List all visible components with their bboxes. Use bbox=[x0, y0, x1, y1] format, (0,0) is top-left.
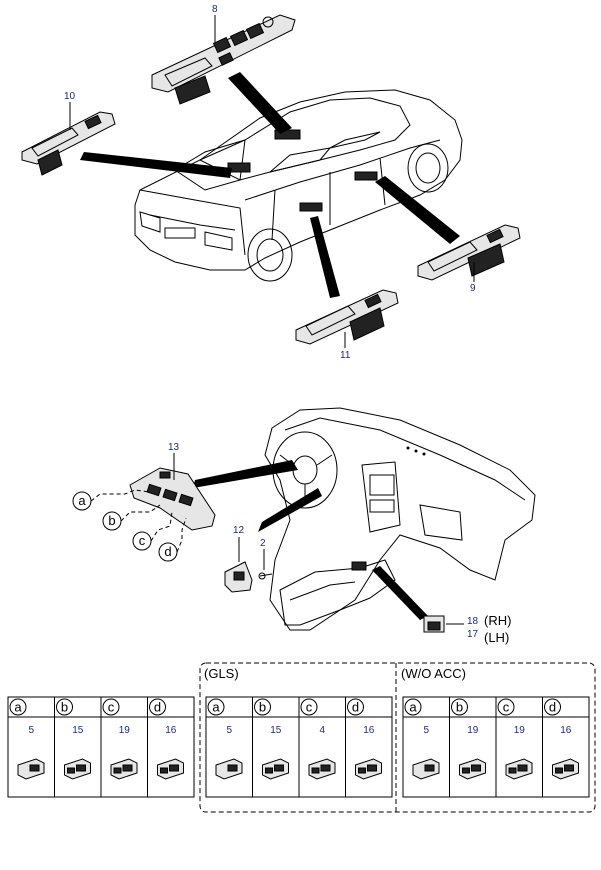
table-cell: b 15 bbox=[254, 698, 289, 780]
dash-pointer-beams bbox=[193, 460, 428, 620]
circle-letter-a: a bbox=[78, 493, 86, 508]
table-part-number: 5 bbox=[423, 725, 429, 736]
table-part-number: 5 bbox=[226, 725, 232, 736]
table-letter: b bbox=[456, 700, 463, 715]
table-part-number: 16 bbox=[165, 725, 177, 736]
variant-tables: (GLS) (W/O ACC) a5b15c19d16a5b15c4d16a5b… bbox=[7, 662, 596, 813]
table-cell: c 19 bbox=[102, 698, 138, 780]
circle-letter-d: d bbox=[164, 544, 171, 559]
letter-callouts: a b c d bbox=[72, 489, 187, 562]
table-cell: b 15 bbox=[56, 698, 91, 780]
switch-sketch bbox=[17, 758, 45, 780]
callout-8: 8 bbox=[212, 4, 218, 15]
option-table-2: a5 b 19 c 19 d 16 bbox=[402, 696, 590, 798]
table-part-number: 5 bbox=[28, 725, 34, 736]
lh-label: (LH) bbox=[484, 630, 509, 645]
switch-sketch bbox=[505, 758, 533, 780]
dashboard-illustration bbox=[264, 407, 536, 631]
switch-sketch bbox=[459, 758, 486, 780]
gls-header: (GLS) bbox=[204, 666, 239, 681]
callout-13: 13 bbox=[168, 442, 180, 453]
table-letter: d bbox=[549, 700, 556, 715]
table-part-number: 4 bbox=[319, 725, 325, 736]
table-part-number: 19 bbox=[119, 725, 131, 736]
switch-sketch bbox=[110, 758, 138, 780]
table-cell: d 16 bbox=[347, 698, 382, 780]
switch-sketch bbox=[64, 758, 91, 780]
switch-sketch bbox=[308, 758, 336, 780]
callout-11: 11 bbox=[340, 350, 351, 361]
table-letter: b bbox=[61, 700, 68, 715]
switch-cover-part-12 bbox=[224, 561, 253, 593]
switch-sketch bbox=[262, 758, 289, 780]
window-switch-part-11 bbox=[295, 289, 399, 345]
table-cell: c 19 bbox=[497, 698, 533, 780]
callout-17: 17 bbox=[467, 629, 479, 640]
table-letter: a bbox=[409, 700, 417, 715]
table-cell: c4 bbox=[300, 698, 336, 780]
switch-panel-part-13 bbox=[129, 467, 216, 531]
table-letter: a bbox=[14, 700, 22, 715]
table-cell: d 16 bbox=[149, 698, 184, 780]
option-table-0: a5 b 15 c 19 d 16 bbox=[7, 696, 195, 798]
table-letter: c bbox=[306, 700, 313, 715]
table-part-number: 16 bbox=[363, 725, 375, 736]
callout-18: 18 bbox=[467, 616, 479, 627]
circle-letter-b: b bbox=[108, 513, 115, 528]
table-letter: b bbox=[259, 700, 266, 715]
callout-12: 12 bbox=[233, 525, 245, 536]
screw-part-2 bbox=[258, 572, 273, 580]
table-letter: a bbox=[212, 700, 220, 715]
table-letter: c bbox=[108, 700, 115, 715]
table-cell: d 16 bbox=[544, 698, 579, 780]
table-part-number: 19 bbox=[467, 725, 479, 736]
car-illustration bbox=[134, 89, 463, 282]
table-letter: d bbox=[352, 700, 359, 715]
table-cell: a5 bbox=[207, 698, 243, 780]
table-part-number: 15 bbox=[270, 725, 282, 736]
switch-part-17-18 bbox=[423, 615, 445, 633]
car-pointer-beams bbox=[80, 72, 460, 298]
switch-sketch bbox=[552, 758, 579, 780]
table-part-number: 16 bbox=[560, 725, 572, 736]
switch-sketch bbox=[215, 758, 243, 780]
switch-sketch bbox=[412, 758, 440, 780]
table-part-number: 15 bbox=[72, 725, 84, 736]
callout-9: 9 bbox=[470, 283, 476, 294]
switch-sketch bbox=[157, 758, 184, 780]
table-cell: b 19 bbox=[451, 698, 486, 780]
switch-sketch bbox=[355, 758, 382, 780]
window-switch-part-10 bbox=[21, 111, 116, 176]
table-cell: a5 bbox=[404, 698, 440, 780]
table-cell: a5 bbox=[9, 698, 45, 780]
table-part-number: 19 bbox=[514, 725, 526, 736]
master-window-switch-part-8 bbox=[151, 14, 296, 105]
window-switch-part-9 bbox=[417, 224, 521, 281]
table-letter: c bbox=[503, 700, 510, 715]
circle-letter-c: c bbox=[139, 533, 146, 548]
callout-10: 10 bbox=[64, 91, 76, 102]
table-letter: d bbox=[154, 700, 161, 715]
wo-acc-header: (W/O ACC) bbox=[401, 666, 466, 681]
callout-2: 2 bbox=[260, 538, 266, 549]
option-table-1: a5 b 15 c4 d 16 bbox=[205, 696, 393, 798]
rh-label: (RH) bbox=[484, 613, 511, 628]
